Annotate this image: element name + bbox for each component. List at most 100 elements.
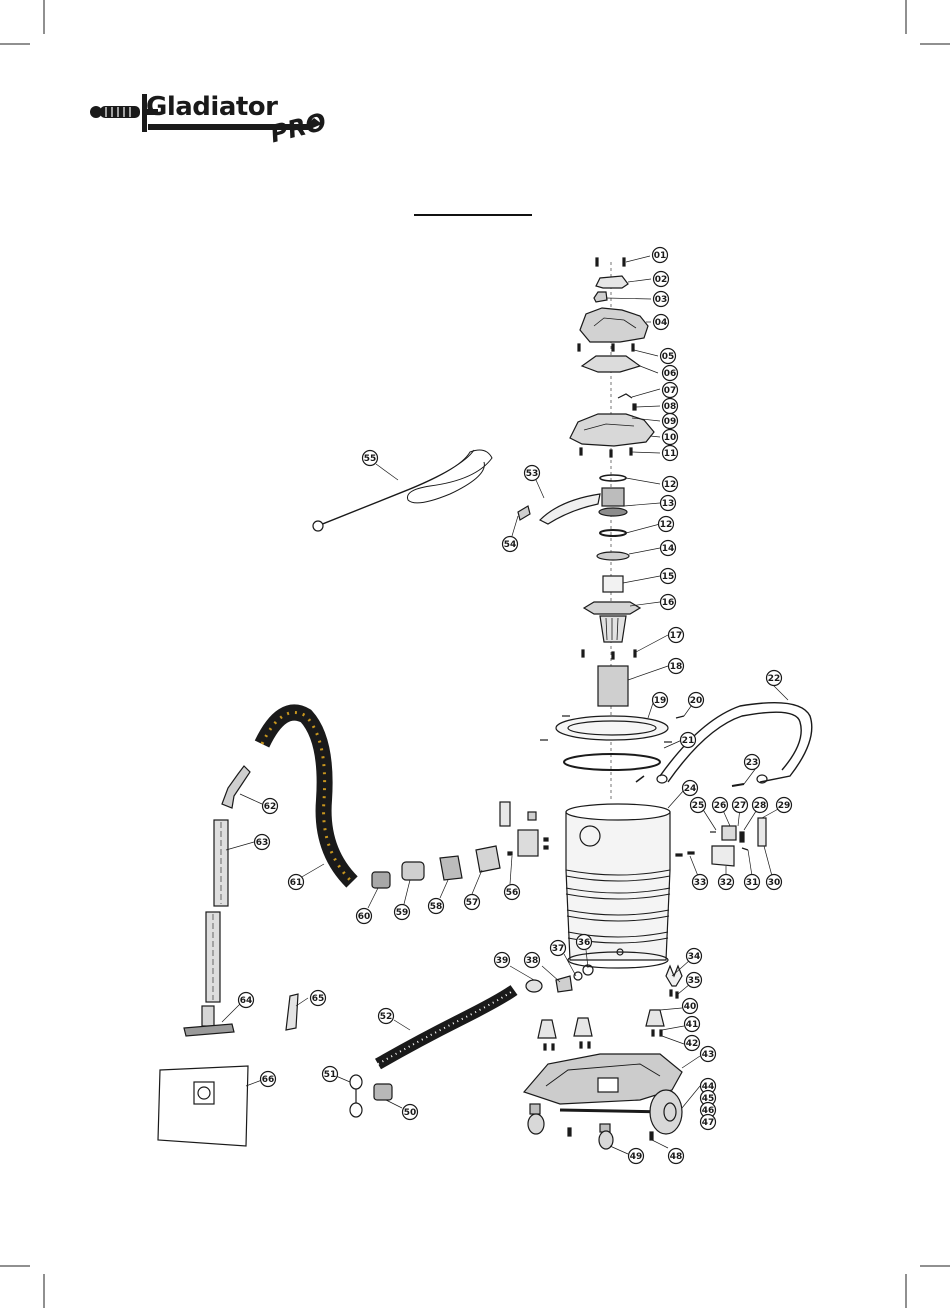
part-58-adapter xyxy=(440,856,462,880)
part-11-screws xyxy=(580,448,632,457)
part-32-cap xyxy=(712,846,734,866)
part-07-clip xyxy=(618,394,632,398)
callout-33: 33 xyxy=(693,875,708,890)
callout-number: 62 xyxy=(264,802,277,812)
callout-31: 31 xyxy=(745,875,760,890)
callout-51: 51 xyxy=(323,1067,338,1082)
part-66-filter-bag xyxy=(158,1066,248,1146)
callout-39: 39 xyxy=(495,953,510,968)
callout-number: 29 xyxy=(778,801,791,811)
callout-number: 47 xyxy=(702,1118,715,1128)
part-48-screw xyxy=(650,1132,653,1140)
callout-number: 66 xyxy=(262,1075,275,1085)
callout-number: 37 xyxy=(552,944,565,954)
part-49-caster-left xyxy=(528,1104,544,1134)
part-15-sleeve xyxy=(603,576,623,592)
part-37-washer xyxy=(574,972,582,980)
callout-number: 22 xyxy=(768,674,781,684)
callout-19: 19 xyxy=(653,693,668,708)
callout-09: 09 xyxy=(663,414,678,429)
callout-08: 08 xyxy=(663,399,678,414)
callout-number: 54 xyxy=(504,540,517,550)
part-65-crevice-tool xyxy=(286,994,298,1030)
callout-number: 24 xyxy=(684,784,697,794)
callout-number: 04 xyxy=(655,318,668,328)
part-33-screws xyxy=(676,852,694,856)
callout-number: 49 xyxy=(630,1152,643,1162)
callout-number: 35 xyxy=(688,976,701,986)
callout-number: 36 xyxy=(578,938,591,948)
callout-number: 40 xyxy=(684,1002,697,1012)
part-18-filter xyxy=(598,666,628,706)
callout-number: 09 xyxy=(664,417,677,427)
callout-number: 11 xyxy=(664,449,677,459)
callout-number: 12 xyxy=(660,520,673,530)
callout-number: 61 xyxy=(290,878,303,888)
callout-25: 25 xyxy=(691,798,706,813)
callout-56: 56 xyxy=(505,885,520,900)
callout-18: 18 xyxy=(669,659,684,674)
callout-number: 17 xyxy=(670,631,683,641)
callout-number: 50 xyxy=(404,1108,417,1118)
callout-21: 21 xyxy=(681,733,696,748)
callout-37: 37 xyxy=(551,941,566,956)
callout-63: 63 xyxy=(255,835,270,850)
callout-27: 27 xyxy=(733,798,748,813)
callout-number: 27 xyxy=(734,801,747,811)
callout-number: 18 xyxy=(670,662,683,672)
callout-41: 41 xyxy=(685,1017,700,1032)
callout-05: 05 xyxy=(661,349,676,364)
callout-number: 12 xyxy=(664,480,677,490)
callout-62: 62 xyxy=(263,799,278,814)
part-03-switch xyxy=(594,292,607,302)
callout-number: 63 xyxy=(256,838,269,848)
callout-47: 47 xyxy=(701,1115,716,1130)
callout-54: 54 xyxy=(503,537,518,552)
part-17-screws xyxy=(582,650,636,659)
callout-15: 15 xyxy=(661,569,676,584)
callout-number: 19 xyxy=(654,696,667,706)
callout-02: 02 xyxy=(654,272,669,287)
callout-number: 53 xyxy=(526,469,539,479)
callout-number: 31 xyxy=(746,878,759,888)
callout-number: 13 xyxy=(662,499,675,509)
callout-49: 49 xyxy=(629,1149,644,1164)
part-screw-base xyxy=(568,1128,571,1136)
callout-53: 53 xyxy=(525,466,540,481)
callout-36: 36 xyxy=(577,935,592,950)
callout-number: 05 xyxy=(662,352,675,362)
callout-30: 30 xyxy=(767,875,782,890)
part-39-cap xyxy=(526,980,542,992)
callout-number: 57 xyxy=(466,898,479,908)
part-62-elbow xyxy=(222,766,250,808)
callout-number: 48 xyxy=(670,1152,683,1162)
callout-38: 38 xyxy=(525,953,540,968)
part-60-cuff xyxy=(372,872,390,888)
callout-61: 61 xyxy=(289,875,304,890)
part-16-filter-cage xyxy=(584,602,640,642)
part-04-motor-cover xyxy=(580,308,648,342)
callout-24: 24 xyxy=(683,781,698,796)
callout-12: 12 xyxy=(659,517,674,532)
part-pin-left xyxy=(636,776,644,782)
callout-number: 43 xyxy=(702,1050,715,1060)
part-49-caster-front xyxy=(599,1124,613,1149)
callout-42: 42 xyxy=(685,1036,700,1051)
part-41-42-screws xyxy=(544,1030,662,1050)
callout-03: 03 xyxy=(654,292,669,307)
callout-59: 59 xyxy=(395,905,410,920)
callout-number: 56 xyxy=(506,888,519,898)
callout-number: 26 xyxy=(714,801,727,811)
callout-number: 06 xyxy=(664,369,677,379)
callout-number: 59 xyxy=(396,908,409,918)
part-01-screws xyxy=(596,258,625,266)
part-59-coupler xyxy=(402,862,424,880)
callout-13: 13 xyxy=(661,496,676,511)
callout-number: 10 xyxy=(664,433,677,443)
callout-number: 41 xyxy=(686,1020,699,1030)
callout-50: 50 xyxy=(403,1105,418,1120)
callout-number: 23 xyxy=(746,758,759,768)
part-21-gasket xyxy=(564,754,660,770)
callout-14: 14 xyxy=(661,541,676,556)
